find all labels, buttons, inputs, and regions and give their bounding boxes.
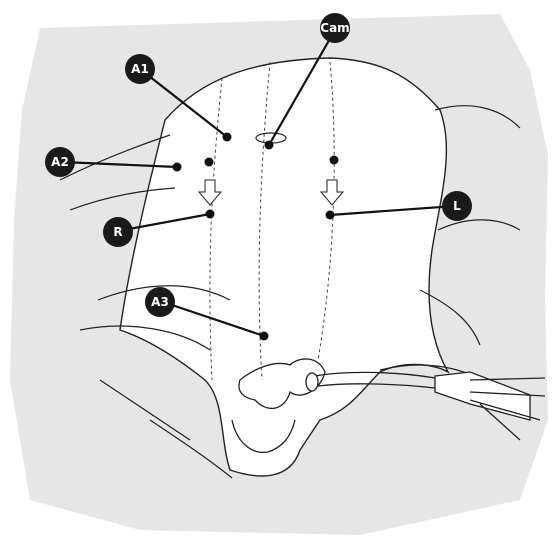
port-dot-upper-left	[330, 156, 339, 165]
label-a1-text: A1	[131, 62, 149, 76]
label-a3-text: A3	[151, 295, 169, 309]
catheter-connector	[306, 373, 318, 391]
label-a3: A3	[145, 287, 175, 317]
label-l-text: L	[453, 199, 461, 213]
label-cam-text: Cam	[320, 21, 349, 35]
label-l: L	[442, 191, 472, 221]
label-r-text: R	[113, 225, 122, 239]
port-dot-upper-right	[205, 158, 214, 167]
label-a1: A1	[125, 54, 155, 84]
label-a2: A2	[45, 147, 75, 177]
label-r: R	[103, 217, 133, 247]
label-cam: Cam	[320, 13, 350, 43]
label-a2-text: A2	[51, 155, 69, 169]
